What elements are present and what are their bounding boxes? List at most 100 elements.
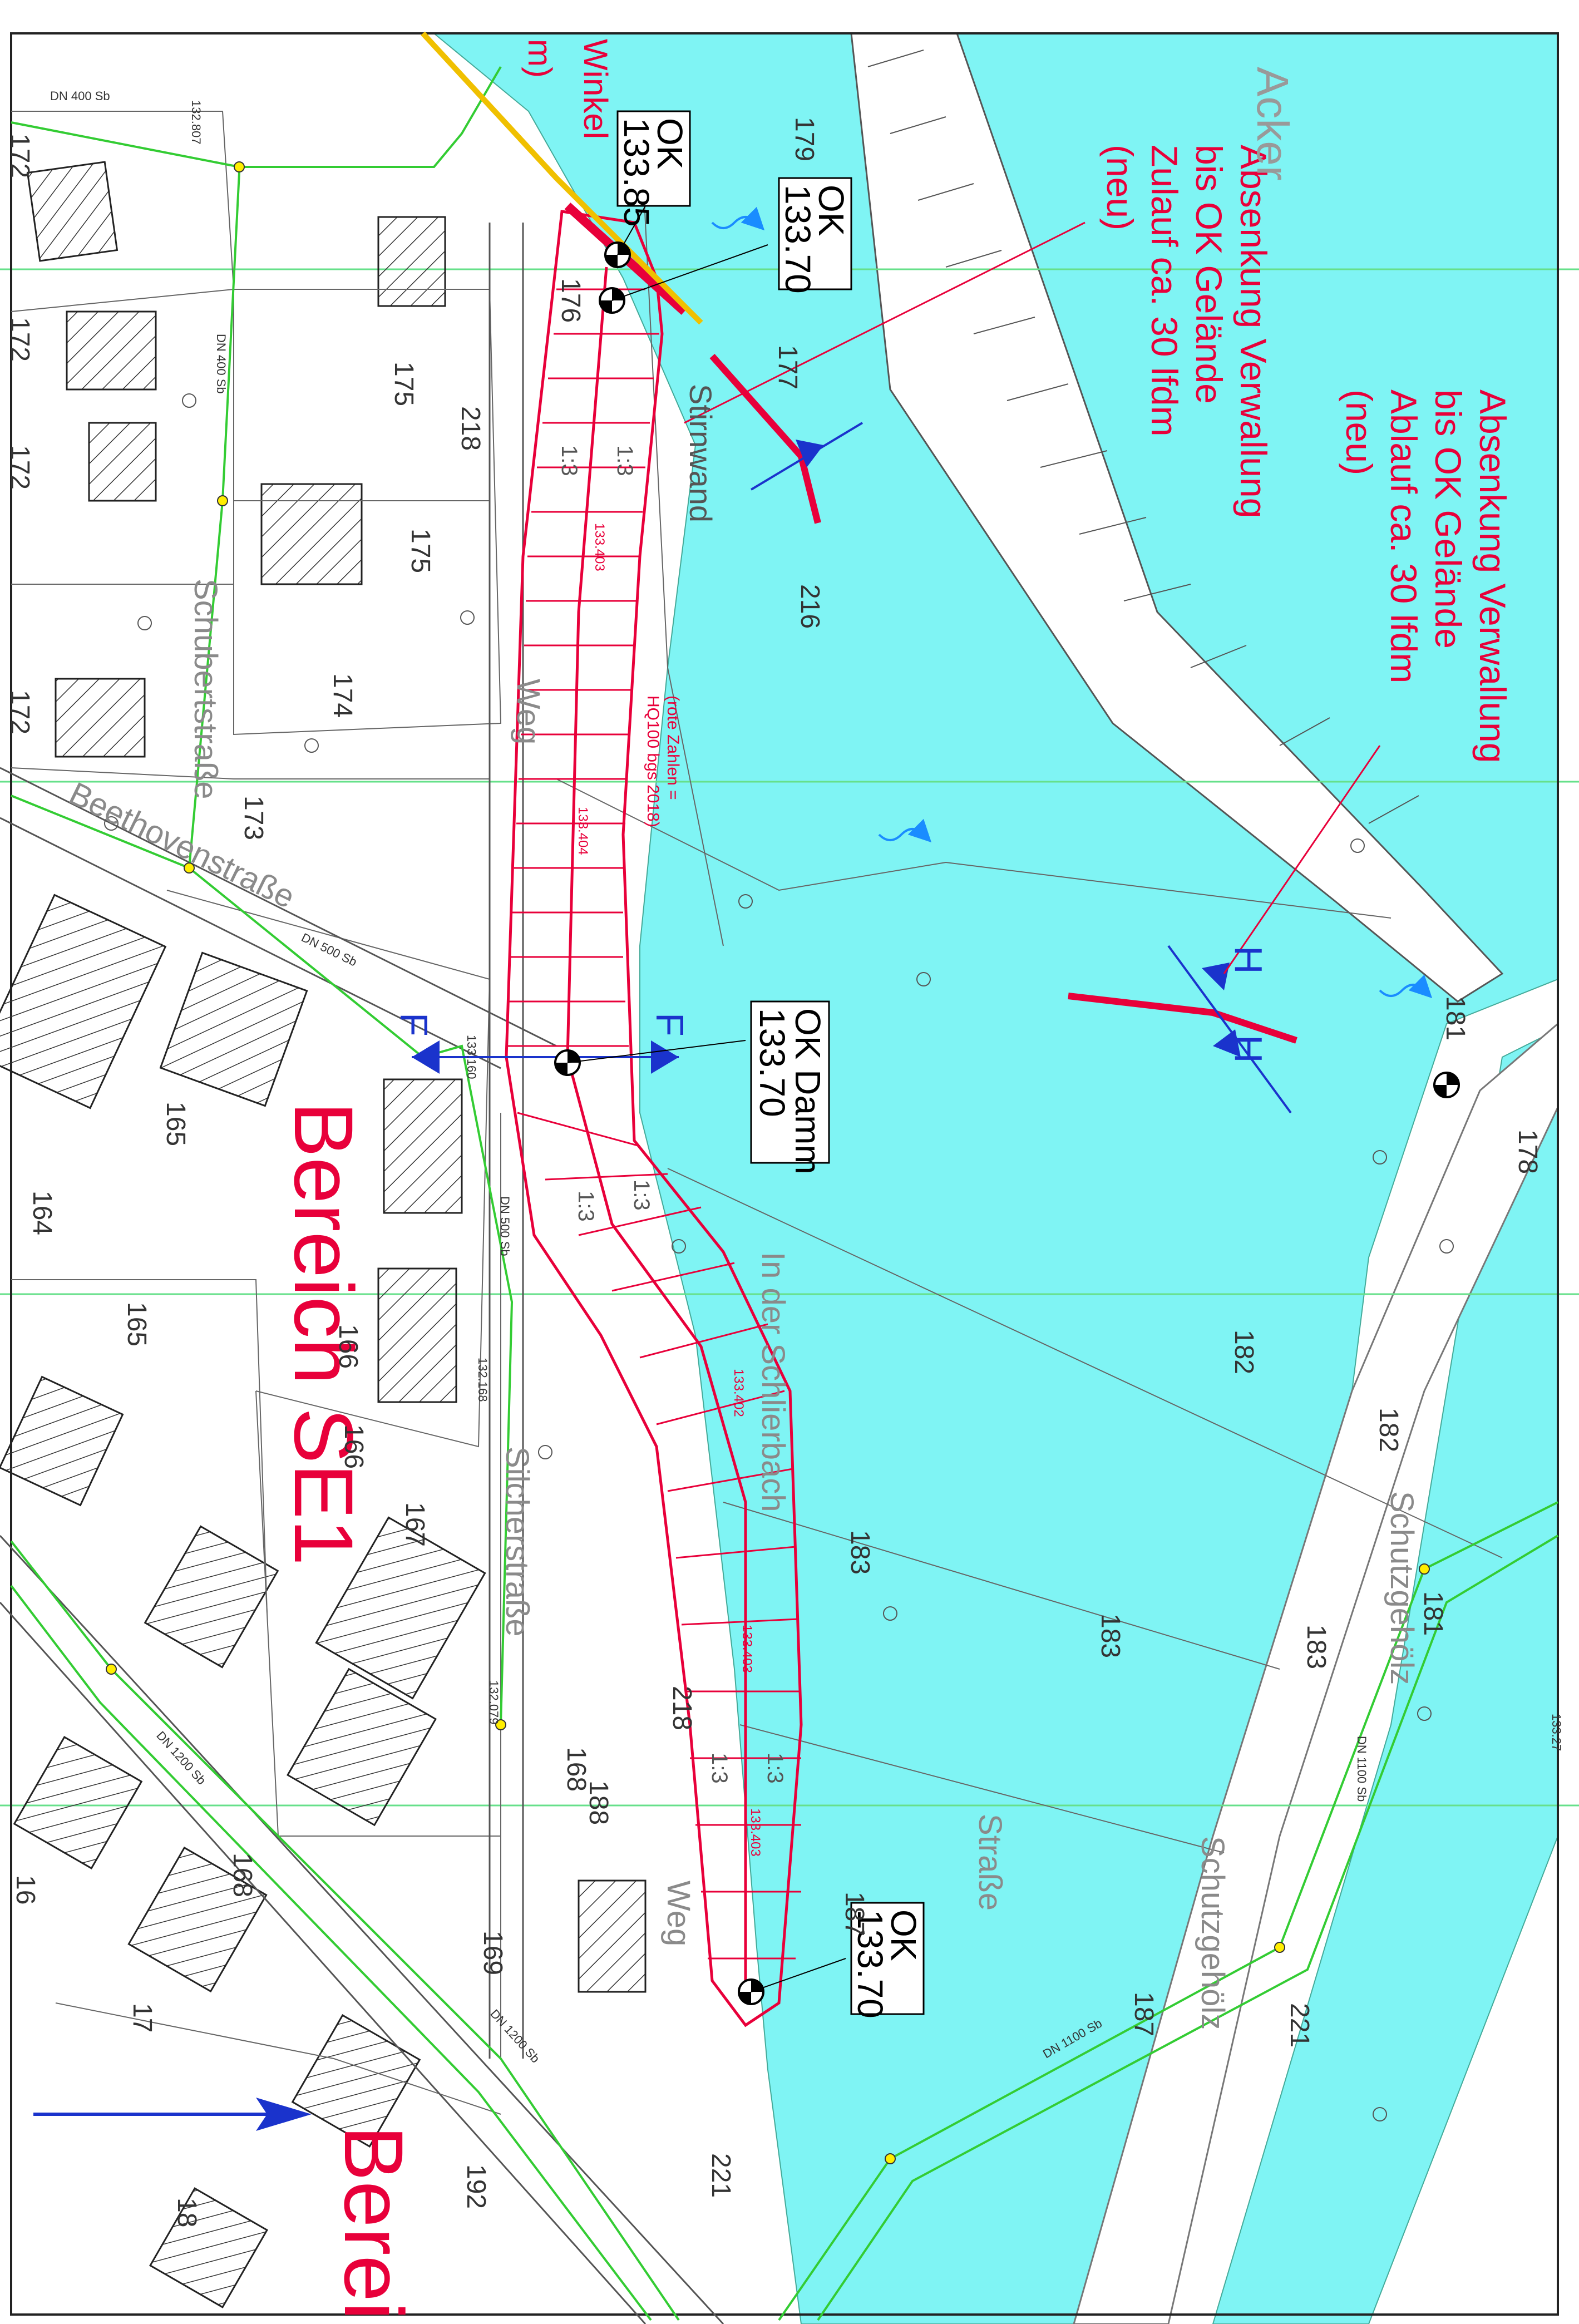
zulauf-line3: Zulauf ca. 30 lfdm (1144, 145, 1185, 437)
elevation-label: 133.403 (739, 1625, 754, 1673)
parcel-number: 165 (122, 1302, 151, 1346)
ablauf-line4: (neu) (1339, 389, 1380, 475)
zulauf-line1: Absenkung Verwallung (1233, 145, 1274, 518)
parcel-number: 172 (5, 134, 34, 178)
ok-callout-1: OK 133.85 (616, 110, 691, 227)
zulauf-line4: (neu) (1099, 145, 1141, 230)
ok-4-value: 133.70 (850, 1909, 890, 2019)
ablauf-note: Absenkung Verwallung bis OK Gelände Abla… (1339, 389, 1513, 763)
elevation-label: 133.404 (575, 807, 590, 855)
parcel-number: 187 (840, 1892, 869, 1936)
flow-arrow-icon (711, 206, 1433, 999)
parcel-number: 175 (406, 529, 435, 573)
bereich-label-fragment: Berei (327, 2125, 421, 2320)
flood-area (432, 33, 1558, 2324)
ok-1-value: 133.85 (616, 118, 657, 227)
levee (505, 210, 803, 2027)
street-schubertstrasse: Schubertstraße (187, 579, 224, 800)
parcel-number: 172 (5, 690, 34, 734)
elevation-label: 132.807 (189, 100, 203, 145)
parcel-number: 182 (1229, 1330, 1259, 1374)
parcel-number: 181 (1418, 1591, 1448, 1636)
elevation-label: 132.168 (476, 1358, 490, 1402)
elevation-label: 133.27 (1550, 1714, 1563, 1751)
survey-point-icon (104, 393, 1454, 2121)
buildings (0, 161, 647, 2308)
hq-note-line2: HQ100 bgs 2018) (644, 695, 662, 827)
zulauf-note: Absenkung Verwallung bis OK Gelände Zula… (1099, 145, 1274, 518)
parcel-number: 218 (667, 1686, 697, 1730)
stirnwand-label: Stirnwand (683, 384, 718, 522)
bereich-se1-label: Bereich SE1 (277, 1102, 371, 1566)
section-f-east: F (648, 1013, 692, 1037)
parcel-number: 168 (228, 1853, 257, 1897)
north-arrow-icon (33, 2098, 312, 2131)
parcel-number: 172 (5, 445, 34, 490)
parcel-number: 179 (790, 117, 819, 161)
slope-label: 1:3 (574, 1191, 598, 1222)
winkel-m-label: m) (521, 39, 559, 78)
pipe-label: DN 400 Sb (214, 334, 228, 394)
parcel-number: 164 (27, 1191, 57, 1235)
ok-3-value: 133.70 (752, 1008, 792, 1117)
parcel-number: 172 (5, 317, 34, 362)
parcel-number: 183 (845, 1530, 875, 1575)
parcel-number: 216 (795, 584, 825, 629)
parcel-number: 192 (461, 2164, 491, 2209)
parcel-number: 182 (1374, 1408, 1403, 1452)
parcel-number: 176 (556, 278, 585, 323)
parcel-number: 183 (1301, 1625, 1331, 1669)
slope-label: 1:3 (557, 445, 581, 476)
street-in-der-schlierbach: In der Schlierbach (755, 1252, 791, 1512)
street-silcherstrasse: Silcherstraße (499, 1447, 535, 1637)
parcel-number: 221 (1285, 2003, 1314, 2047)
street-weg: Weg (510, 679, 546, 744)
ok-2-label: OK (811, 185, 851, 236)
parcel-number: 181 (1440, 996, 1470, 1040)
ok-1-label: OK (650, 118, 690, 169)
parcel-number: 173 (239, 796, 268, 840)
parcel-number: 166 (339, 1424, 368, 1469)
parcel-number: 169 (478, 1931, 507, 1975)
parcel-number: 177 (773, 345, 802, 389)
ok-damm-callout: OK Damm 133.70 (750, 1000, 830, 1175)
slope-label: 1:3 (613, 445, 637, 476)
ablauf-line2: bis OK Gelände (1428, 389, 1469, 649)
elevation-label: 133.402 (731, 1369, 746, 1417)
pipe-label: DN 500 Sb (498, 1196, 512, 1256)
section-h-north: H (1227, 946, 1270, 974)
street-weg-south: Weg (660, 1881, 697, 1946)
parcel-number: 18 (172, 2198, 201, 2227)
parcel-number: 165 (161, 1102, 190, 1146)
elevation-label: 133.403 (748, 1808, 763, 1857)
slope-label: 1:3 (763, 1753, 787, 1784)
ok-callout-2: OK 133.70 (778, 177, 852, 294)
coordinate-grid (0, 268, 1579, 1807)
parcel-number: 168 (561, 1747, 591, 1792)
parcel-number: 218 (456, 406, 485, 451)
street-edges (0, 223, 724, 2324)
parcel-number: 188 (584, 1780, 613, 1825)
label-schutzgeholz-south: Schutzgehölz (1195, 1836, 1231, 2030)
ok-4-label: OK (884, 1909, 924, 1961)
ok-callout-4: OK 133.70 (850, 1902, 925, 2019)
parcel-number: 175 (389, 362, 418, 406)
section-marker-icon (412, 422, 1292, 1114)
parcel-numbers: 179 177 175 175 174 173 172 172 172 172 165 164 165 1… (5, 117, 1542, 2227)
elevation-label: 133.403 (592, 523, 607, 571)
hq-note-line1: (rote Zahlen = (664, 695, 682, 800)
section-f-west: F (392, 1013, 436, 1037)
parcel-number: 183 (1096, 1614, 1125, 1658)
slope-label: 1:3 (629, 1180, 654, 1211)
parcel-number: 166 (333, 1324, 363, 1369)
parcel-number: 178 (1513, 1129, 1542, 1174)
slope-label: 1:3 (707, 1753, 732, 1784)
pipe-label: DN 1100 Sb (1355, 1736, 1369, 1802)
winkel-label: Winkel (577, 39, 614, 139)
zulauf-line2: bis OK Gelände (1188, 145, 1230, 404)
parcel-number: 174 (328, 673, 357, 718)
pipe-label: DN 400 Sb (50, 89, 110, 103)
acker-label: Acker (1248, 67, 1297, 181)
ok-3-label: OK Damm (788, 1008, 828, 1175)
